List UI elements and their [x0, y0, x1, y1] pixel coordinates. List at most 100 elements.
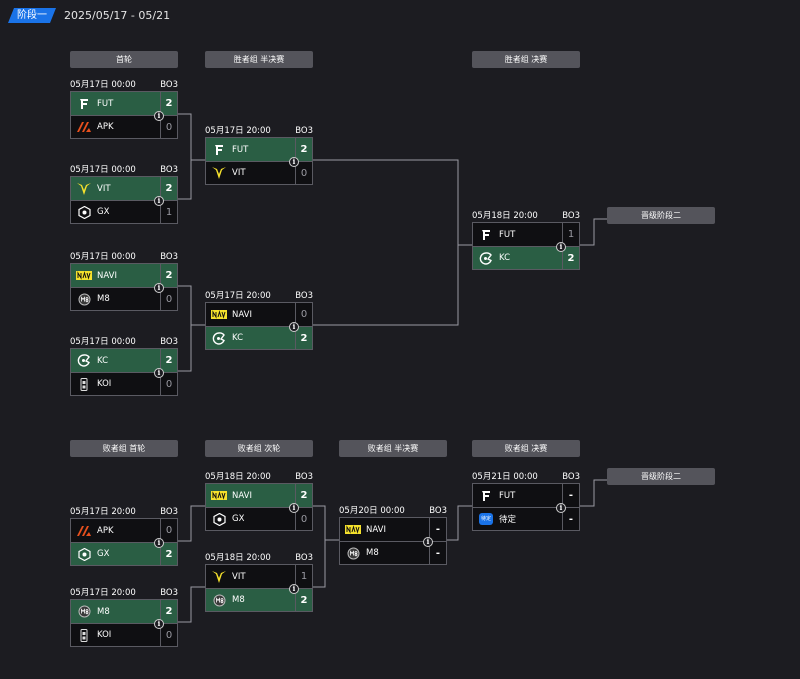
- team-row[interactable]: KOI 0: [71, 372, 177, 395]
- team-name: GX: [232, 514, 245, 524]
- team-row[interactable]: NAVI 0: [206, 303, 312, 326]
- team-row[interactable]: GX 2: [71, 542, 177, 565]
- team-row[interactable]: KC 2: [71, 349, 177, 372]
- match-format: BO3: [295, 553, 313, 563]
- qualify-box-lb: 晋级阶段二: [607, 468, 715, 485]
- info-icon[interactable]: i: [289, 157, 299, 167]
- gx-logo-icon: [76, 204, 92, 220]
- info-icon[interactable]: i: [556, 503, 566, 513]
- gx-logo-icon: [211, 511, 227, 527]
- match-time: 05月17日 20:00: [205, 126, 271, 136]
- team-score: 0: [295, 508, 312, 530]
- match-format: BO3: [160, 80, 178, 90]
- info-icon[interactable]: i: [154, 111, 164, 121]
- team-name: NAVI: [232, 490, 252, 501]
- match-format: BO3: [160, 507, 178, 517]
- team-row[interactable]: M8 0: [71, 287, 177, 310]
- team-score: 2: [160, 177, 177, 200]
- team-row[interactable]: VIT 0: [206, 161, 312, 184]
- info-icon[interactable]: i: [423, 537, 433, 547]
- team-row[interactable]: GX 1: [71, 200, 177, 223]
- match-time: 05月18日 20:00: [472, 211, 538, 221]
- round-header-lb-semi: 败者组 半决赛: [339, 440, 447, 457]
- match-format: BO3: [160, 588, 178, 598]
- kc-logo-icon: [211, 330, 227, 346]
- info-icon[interactable]: i: [154, 283, 164, 293]
- team-row[interactable]: VIT 2: [71, 177, 177, 200]
- team-score: 0: [160, 519, 177, 542]
- team-row[interactable]: FUT 2: [206, 138, 312, 161]
- team-score: 2: [295, 484, 312, 507]
- team-score: -: [429, 542, 446, 564]
- team-row[interactable]: M8 2: [206, 588, 312, 611]
- team-score: -: [562, 484, 579, 507]
- date-range: 2025/05/17 - 05/21: [64, 9, 171, 22]
- navi-logo-icon: [211, 488, 227, 504]
- team-score: 2: [160, 349, 177, 372]
- team-row[interactable]: FUT 1: [473, 223, 579, 246]
- gx-logo-icon: [76, 546, 92, 562]
- team-row[interactable]: M8 2: [71, 600, 177, 623]
- kc-logo-icon: [76, 353, 92, 369]
- team-row[interactable]: NAVI -: [340, 518, 446, 541]
- team-row[interactable]: APK 0: [71, 519, 177, 542]
- fut-logo-icon: [76, 96, 92, 112]
- team-name: VIT: [97, 183, 111, 194]
- info-icon[interactable]: i: [289, 584, 299, 594]
- team-name: KOI: [97, 379, 112, 389]
- info-icon[interactable]: i: [154, 538, 164, 548]
- team-score: 0: [160, 373, 177, 395]
- team-row[interactable]: VIT 1: [206, 565, 312, 588]
- match-time: 05月17日 00:00: [70, 337, 136, 347]
- m8-logo-icon: [76, 604, 92, 620]
- team-row[interactable]: KOI 0: [71, 623, 177, 646]
- fut-logo-icon: [478, 488, 494, 504]
- match-time: 05月17日 20:00: [205, 291, 271, 301]
- round-header-ub-final: 胜者组 决赛: [472, 51, 580, 68]
- match-time: 05月18日 20:00: [205, 472, 271, 482]
- info-icon[interactable]: i: [154, 619, 164, 629]
- team-row[interactable]: 待定待定 -: [473, 507, 579, 530]
- info-icon[interactable]: i: [154, 368, 164, 378]
- team-row[interactable]: APK 0: [71, 115, 177, 138]
- team-row[interactable]: M8 -: [340, 541, 446, 564]
- team-score: 2: [160, 92, 177, 115]
- team-row[interactable]: NAVI 2: [206, 484, 312, 507]
- team-score: 0: [160, 288, 177, 310]
- team-row[interactable]: KC 2: [206, 326, 312, 349]
- apk-logo-icon: [76, 119, 92, 135]
- info-icon[interactable]: i: [289, 503, 299, 513]
- info-icon[interactable]: i: [556, 242, 566, 252]
- team-row[interactable]: FUT -: [473, 484, 579, 507]
- match-format: BO3: [160, 252, 178, 262]
- navi-logo-icon: [345, 522, 361, 538]
- team-row[interactable]: FUT 2: [71, 92, 177, 115]
- team-score: 2: [562, 247, 579, 269]
- team-score: 2: [160, 543, 177, 565]
- info-icon[interactable]: i: [289, 322, 299, 332]
- m8-logo-icon: [211, 592, 227, 608]
- stage-tab-stage-1[interactable]: 阶段一: [8, 8, 56, 23]
- team-row[interactable]: GX 0: [206, 507, 312, 530]
- team-name: GX: [97, 207, 110, 217]
- team-row[interactable]: KC 2: [473, 246, 579, 269]
- info-icon[interactable]: i: [154, 196, 164, 206]
- fut-logo-icon: [211, 142, 227, 158]
- match-time: 05月20日 00:00: [339, 506, 405, 516]
- team-name: VIT: [232, 168, 246, 178]
- team-row[interactable]: NAVI 2: [71, 264, 177, 287]
- tbd-badge-icon: 待定: [478, 511, 494, 527]
